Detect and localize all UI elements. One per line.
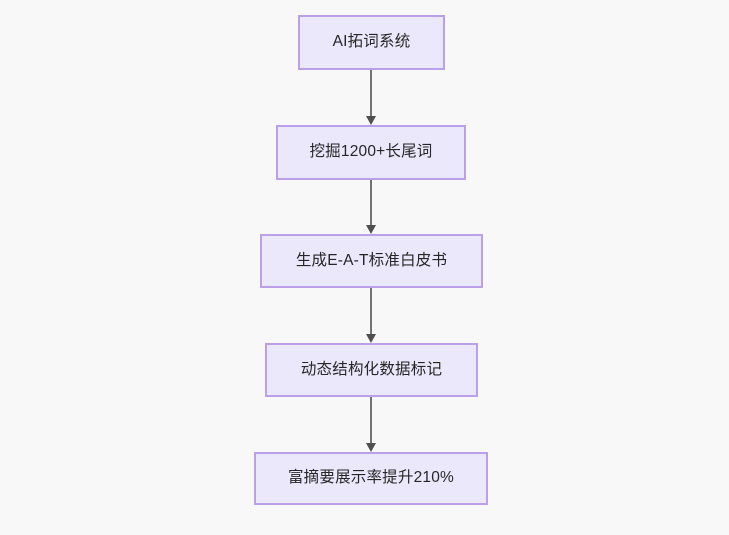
edge-node4-node5 [361,397,381,452]
flowchart-node-4[interactable]: 动态结构化数据标记 [265,343,478,397]
edge-line [370,288,372,335]
flowchart-node-5[interactable]: 富摘要展示率提升210% [254,452,488,505]
arrowhead-icon [366,225,376,234]
flowchart-node-label: 生成E-A-T标准白皮书 [295,251,448,269]
flowchart-node-label: 动态结构化数据标记 [300,360,443,378]
flowchart-node-3[interactable]: 生成E-A-T标准白皮书 [260,234,483,288]
flowchart-node-label: 富摘要展示率提升210% [287,469,455,487]
edge-line [370,70,372,117]
flowchart-node-label: AI拓词系统 [332,33,411,51]
edge-node3-node4 [361,288,381,343]
edge-node1-node2 [361,70,381,125]
arrowhead-icon [366,116,376,125]
arrowhead-icon [366,334,376,343]
flowchart-node-1[interactable]: AI拓词系统 [298,15,445,70]
edge-line [370,397,372,444]
arrowhead-icon [366,443,376,452]
flowchart-node-label: 挖掘1200+长尾词 [309,143,433,161]
edge-line [370,180,372,226]
edge-node2-node3 [361,180,381,234]
flowchart-node-2[interactable]: 挖掘1200+长尾词 [276,125,466,180]
